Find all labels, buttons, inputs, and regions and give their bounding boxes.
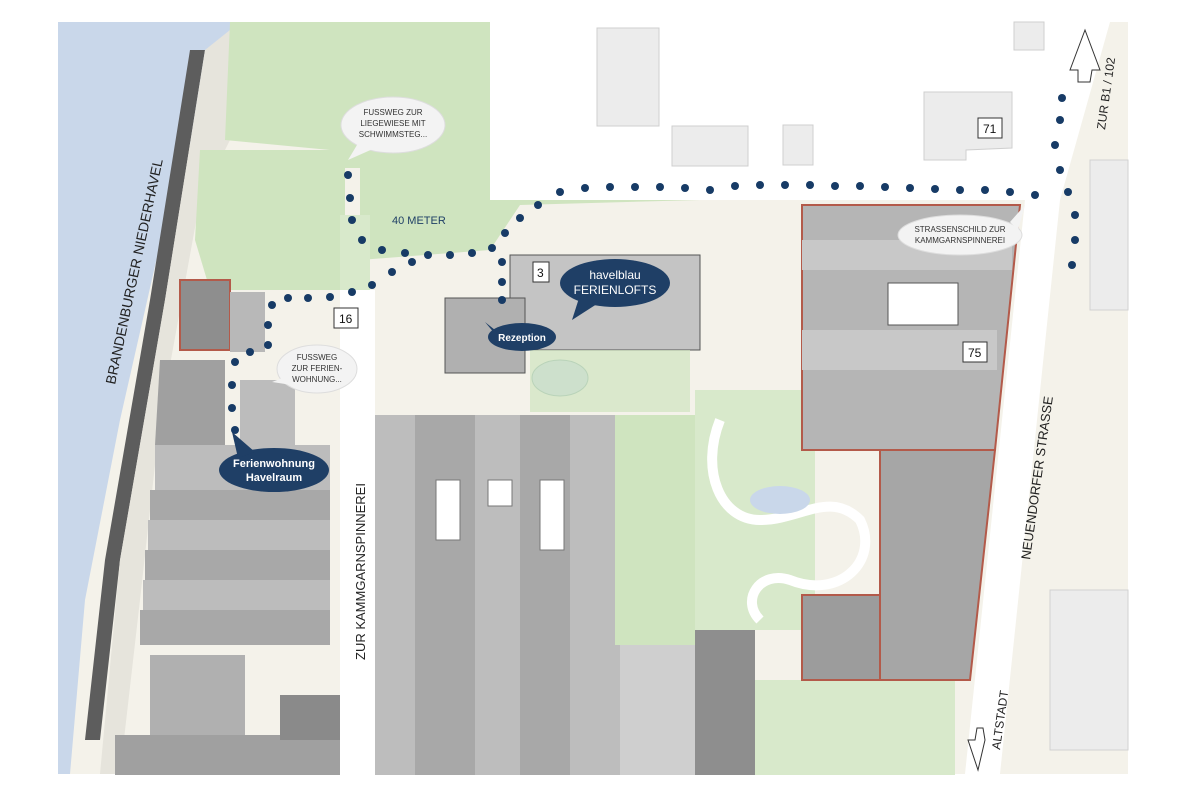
green-mid bbox=[615, 415, 695, 645]
garden-havelblau bbox=[530, 350, 690, 412]
river-bank bbox=[100, 22, 240, 774]
building-river-2 bbox=[230, 292, 265, 352]
house-number-71: 71 bbox=[977, 117, 1003, 139]
road-zur-b1 bbox=[965, 22, 1110, 774]
bubble-footpath-meadow: FUSSWEG ZUR LIEGEWIESE MIT SCHWIMMSTEG..… bbox=[340, 96, 446, 160]
house-number-71-text: 71 bbox=[983, 122, 997, 136]
house-number-16: 16 bbox=[333, 307, 359, 329]
building-top-2 bbox=[671, 125, 749, 167]
footpath-dots bbox=[228, 94, 1079, 434]
park-path bbox=[707, 418, 871, 624]
bubble-footpath-apartment-line3: WOHNUNG... bbox=[292, 375, 342, 384]
bubble-ferienwohnung: Ferienwohnung Havelraum bbox=[219, 432, 329, 492]
building-river-3 bbox=[155, 360, 225, 445]
green-park-2 bbox=[755, 680, 955, 775]
distance-label: 40 METER bbox=[392, 215, 446, 227]
pond-park bbox=[750, 486, 810, 514]
bubble-rezeption: Rezeption bbox=[485, 322, 556, 351]
building-top-4 bbox=[1013, 21, 1045, 51]
bubble-rezeption-text: Rezeption bbox=[498, 333, 546, 344]
hall-stripe-2 bbox=[520, 415, 570, 775]
building-71 bbox=[923, 91, 1013, 161]
bubble-street-sign: STRASSENSCHILD ZUR KAMMGARNSPINNEREI bbox=[897, 205, 1025, 256]
house-number-3: 3 bbox=[532, 261, 550, 283]
building-top-3 bbox=[782, 124, 814, 166]
hall-stripe-1 bbox=[415, 415, 475, 775]
bubble-ferienwohnung-line1: Ferienwohnung bbox=[233, 458, 315, 470]
house-number-16-text: 16 bbox=[339, 312, 353, 326]
east-blocks bbox=[1089, 159, 1129, 311]
building-river-1 bbox=[179, 279, 231, 351]
street-label-kammgarnspinnerei: ZUR KAMMGARNSPINNEREI bbox=[353, 483, 368, 660]
building-southwest-3 bbox=[280, 695, 340, 740]
bubble-ferienwohnung-line2: Havelraum bbox=[246, 472, 302, 484]
bubble-havelblau-line2: FERIENLOFTS bbox=[574, 283, 657, 297]
river-water bbox=[58, 22, 240, 774]
road-connector bbox=[490, 168, 1060, 200]
building-top-1 bbox=[596, 27, 660, 127]
house-number-75-text: 75 bbox=[968, 346, 982, 360]
river-quay bbox=[85, 50, 205, 740]
bubble-footpath-meadow-line1: FUSSWEG ZUR bbox=[363, 108, 422, 117]
building-75-white bbox=[887, 282, 959, 326]
bubble-footpath-meadow-line3: SCHWIMMSTEG... bbox=[359, 130, 427, 139]
bubble-havelblau-line1: havelblau bbox=[589, 268, 640, 282]
building-southwest-2 bbox=[115, 735, 340, 775]
bubble-footpath-meadow-line2: LIEGEWIESE MIT bbox=[360, 119, 425, 128]
bubble-footpath-apartment: FUSSWEG ZUR FERIEN- WOHNUNG... bbox=[272, 344, 358, 394]
house-number-75: 75 bbox=[962, 341, 988, 363]
bubble-havelblau: havelblau FERIENLOFTS bbox=[560, 259, 670, 320]
house-number-3-text: 3 bbox=[537, 266, 544, 280]
arrow-south-icon bbox=[967, 727, 986, 772]
skylights bbox=[435, 479, 565, 551]
building-east-lower-2 bbox=[801, 594, 881, 681]
bubble-footpath-apartment-line1: FUSSWEG bbox=[297, 353, 337, 362]
east-blocks-2 bbox=[1049, 589, 1129, 751]
building-southwest bbox=[150, 655, 245, 735]
hall-south-east bbox=[695, 625, 755, 775]
bubble-street-sign-line2: KAMMGARNSPINNEREI bbox=[915, 236, 1005, 245]
road-kammgarnspinnerei bbox=[340, 290, 375, 774]
bubble-footpath-apartment-line2: ZUR FERIEN- bbox=[292, 364, 343, 373]
building-river-4 bbox=[240, 380, 295, 445]
bubble-street-sign-line1: STRASSENSCHILD ZUR bbox=[914, 225, 1005, 234]
meadow-west bbox=[195, 150, 345, 290]
arrow-north-icon bbox=[1069, 28, 1101, 83]
meadow-strip bbox=[340, 215, 370, 295]
